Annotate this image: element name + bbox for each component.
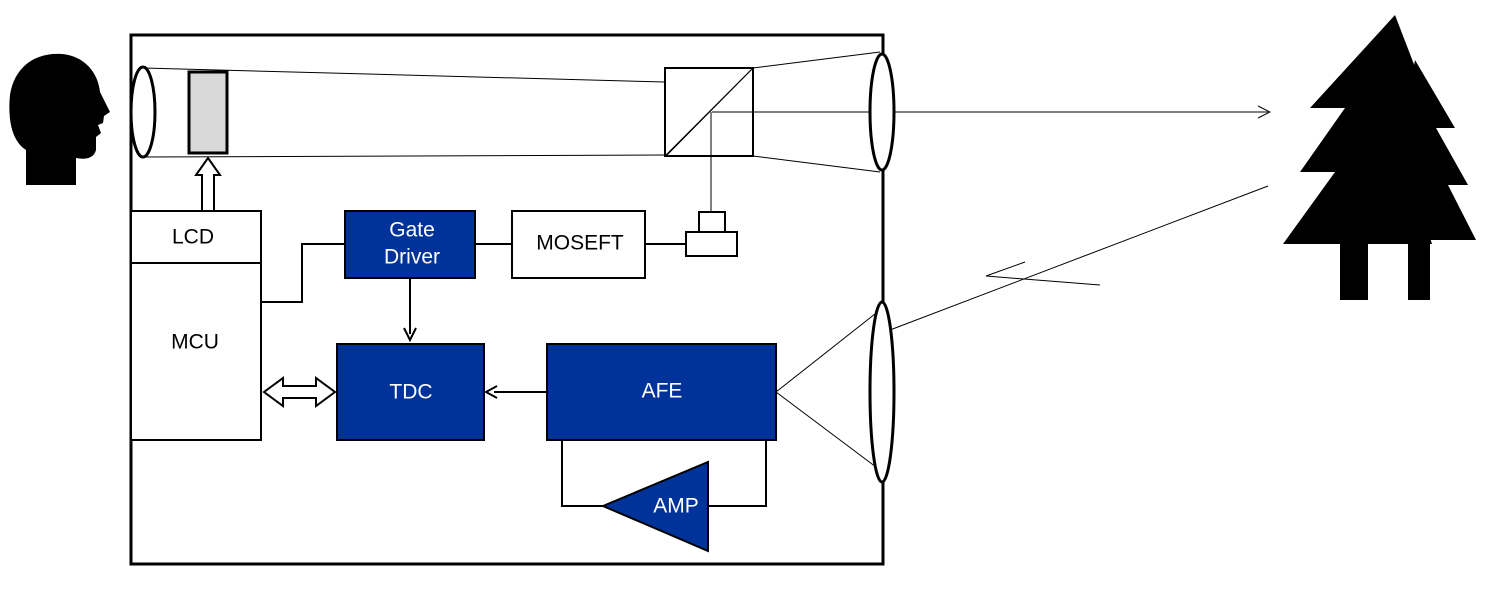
lcd-label: LCD: [172, 226, 214, 249]
amp-triangle: [600, 460, 709, 553]
gate-driver-label-line1: Gate: [389, 219, 435, 242]
laser-emitter-top: [698, 211, 726, 233]
mcu-block: [130, 262, 262, 441]
laser-emitter-base: [685, 231, 738, 257]
tdc-label: TDC: [389, 381, 432, 404]
arrow-afe-to-tdc: [483, 385, 498, 399]
mcu-label: MCU: [171, 331, 219, 354]
lcd-block: [130, 210, 262, 264]
eyepiece-lens: [129, 65, 157, 159]
lcd-display-arrow: [194, 156, 222, 212]
gate-driver-block: [344, 210, 476, 279]
mcu-tdc-bus-arrow: [262, 376, 337, 408]
afe-block: [546, 343, 777, 441]
receiver-lens: [868, 300, 896, 484]
beam-splitter: [664, 67, 754, 157]
head-icon: [9, 53, 110, 186]
amp-label: AMP: [653, 495, 699, 518]
afe-label: AFE: [642, 380, 683, 403]
tdc-block: [336, 343, 485, 441]
arrow-gate-to-tdc: [403, 327, 417, 343]
tree-icon: [1283, 15, 1476, 300]
moseft-label: MOSEFT: [536, 232, 624, 255]
signal-wires: [261, 243, 767, 507]
lcd-panel: [187, 70, 229, 155]
objective-lens-top: [868, 52, 896, 172]
gate-driver-label-line2: Driver: [384, 246, 440, 269]
moseft-block: [511, 210, 646, 279]
